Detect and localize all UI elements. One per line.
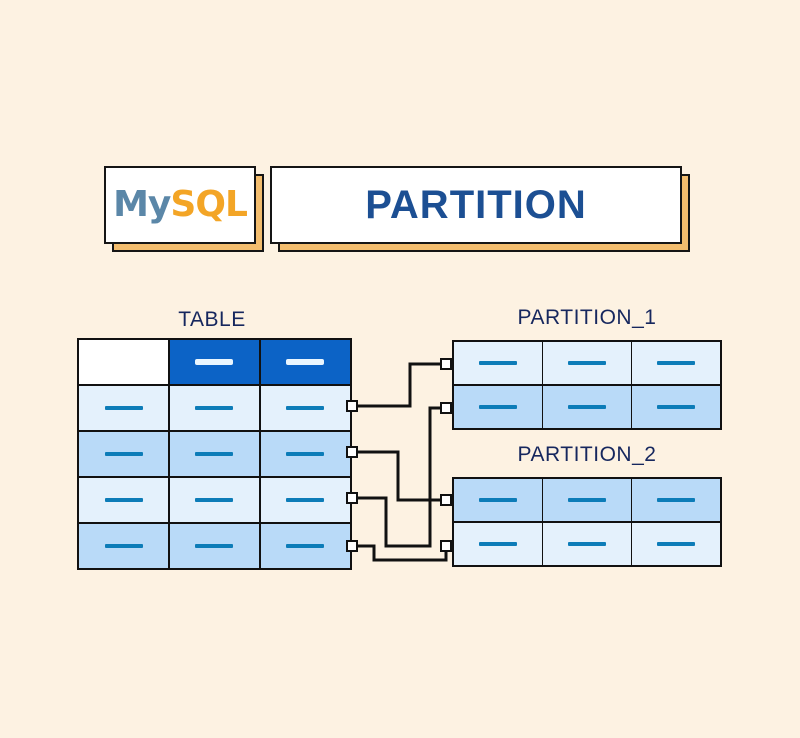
partition-1-grid-cell-r2-c2: [543, 385, 631, 428]
cell-dash-icon: [478, 404, 517, 409]
partition-2-caption: PARTITION_2: [517, 443, 657, 466]
table-port-row-4[interactable]: [346, 492, 358, 504]
partition-2-grid-cell-r1-c2: [543, 479, 631, 522]
partition-1-grid-cell-r2-c3: [632, 385, 720, 428]
table-grid-cell-r2-c2: [169, 385, 260, 431]
table-grid-cell-r4-c2: [169, 477, 260, 523]
cell-dash-icon: [567, 404, 606, 409]
cell-dash-icon: [104, 406, 143, 411]
mysql-logo: MySQL: [113, 184, 248, 225]
table-grid-cell-r2-c1: [79, 385, 169, 431]
table-grid-cell-r3-c2: [169, 431, 260, 477]
wire-table-row3-to-partition2-row1: [358, 450, 446, 502]
wire-table-row2-to-partition1-row1: [358, 362, 446, 408]
mysql-logo-banner: MySQL: [104, 166, 256, 244]
cell-dash-icon: [657, 541, 696, 546]
cell-dash-icon: [286, 543, 325, 548]
cell-dash-icon: [104, 497, 143, 502]
mysql-logo-my-text: My: [113, 184, 171, 225]
partition-1-grid-cell-r1-c3: [632, 342, 720, 385]
partition-title-banner: PARTITION: [270, 166, 682, 244]
table-grid-cell-r3-c1: [79, 431, 169, 477]
cell-dash-icon: [657, 361, 696, 366]
partition-2-port-row-1[interactable]: [440, 494, 452, 506]
table-grid-cell-r2-c3: [260, 385, 350, 431]
partition-1-grid-cell-r1-c1: [454, 342, 542, 385]
partition-1-grid-cell-r2-c1: [454, 385, 542, 428]
cell-dash-icon: [567, 361, 606, 366]
cell-dash-icon: [286, 497, 325, 502]
table-port-row-2[interactable]: [346, 400, 358, 412]
cell-dash-icon: [286, 359, 325, 366]
partition-1-port-row-1[interactable]: [440, 358, 452, 370]
table-caption: TABLE: [178, 308, 246, 331]
cell-dash-icon: [657, 404, 696, 409]
cell-dash-icon: [195, 406, 234, 411]
cell-dash-icon: [286, 406, 325, 411]
mysql-logo-sql-text: SQL: [170, 184, 247, 225]
partition-2-grid-cell-r2-c2: [543, 522, 631, 565]
page-title: PARTITION: [365, 182, 587, 227]
cell-dash-icon: [195, 543, 234, 548]
wire-table-row4-to-partition1-row2: [358, 406, 446, 548]
table-grid-cell-r4-c1: [79, 477, 169, 523]
cell-dash-icon: [104, 543, 143, 548]
table-grid-cell-r4-c3: [260, 477, 350, 523]
table-grid-cell-r3-c3: [260, 431, 350, 477]
cell-dash-icon: [104, 451, 143, 456]
cell-dash-icon: [195, 497, 234, 502]
cell-dash-icon: [567, 498, 606, 503]
table-grid: [77, 338, 352, 570]
table-port-row-5[interactable]: [346, 540, 358, 552]
table-grid-cell-r1-c2: [169, 340, 260, 385]
partition-2-port-row-2[interactable]: [440, 540, 452, 552]
cell-dash-icon: [657, 498, 696, 503]
cell-dash-icon: [567, 541, 606, 546]
cell-dash-icon: [478, 541, 517, 546]
table-grid-cell-r5-c1: [79, 523, 169, 568]
partition-1-grid-cell-r1-c2: [543, 342, 631, 385]
partition-2-grid-cell-r2-c3: [632, 522, 720, 565]
table-grid-cell-r1-c3: [260, 340, 350, 385]
table-grid-cell-r1-c1: [79, 340, 169, 385]
partition-1-port-row-2[interactable]: [440, 402, 452, 414]
table-grid-cell-r5-c3: [260, 523, 350, 568]
cell-dash-icon: [286, 451, 325, 456]
wire-table-row5-to-partition2-row2: [358, 544, 448, 562]
partition-2-grid-cell-r1-c1: [454, 479, 542, 522]
partition-2-grid-cell-r1-c3: [632, 479, 720, 522]
partition-2-grid-cell-r2-c1: [454, 522, 542, 565]
partition-1-grid: [452, 340, 722, 430]
cell-dash-icon: [478, 498, 517, 503]
partition-1-caption: PARTITION_1: [517, 306, 657, 329]
table-grid-cell-r5-c2: [169, 523, 260, 568]
cell-dash-icon: [195, 359, 234, 366]
cell-dash-icon: [478, 361, 517, 366]
partition-2-grid: [452, 477, 722, 567]
cell-dash-icon: [195, 451, 234, 456]
table-port-row-3[interactable]: [346, 446, 358, 458]
